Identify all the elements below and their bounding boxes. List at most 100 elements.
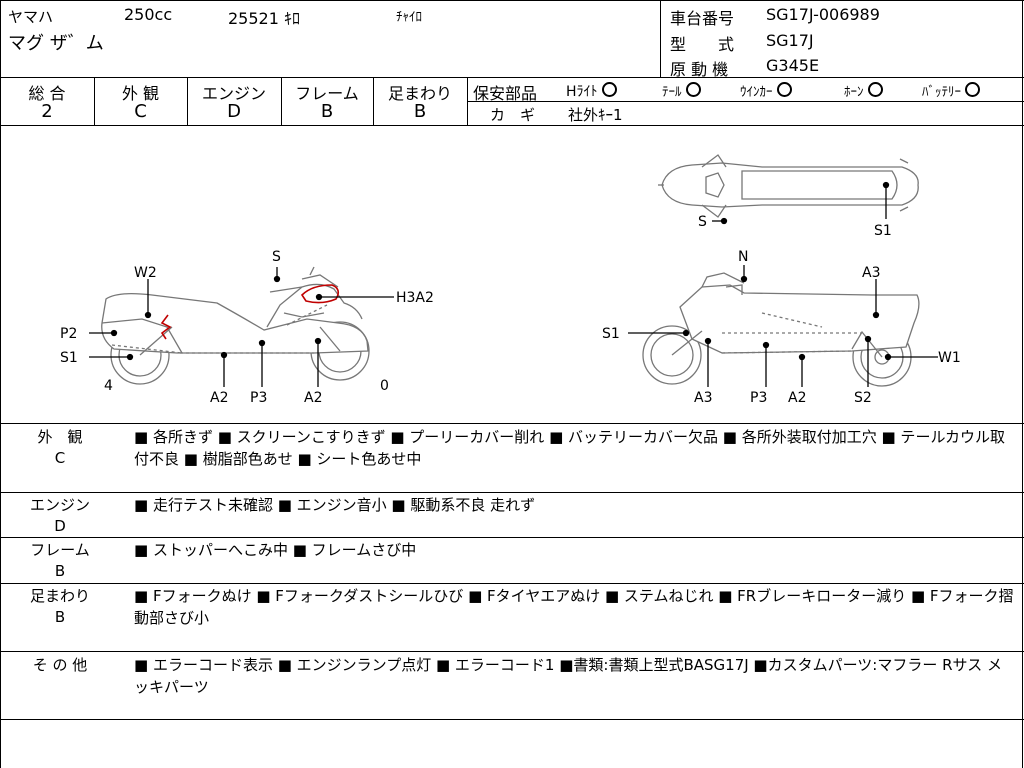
remark-frame-text: ■ ストッパーへこみ中 ■ フレームさび中 [134,541,417,559]
left-leaders [89,267,394,387]
remark-suspension-text: ■ Fフォークぬけ ■ Fフォークダストシールひび ■ Fタイヤエアぬけ ■ ス… [134,587,1014,627]
remark-suspension-grade: B [54,608,66,626]
color: ﾁｬｲﾛ [396,10,422,25]
left-label-p3: P3 [250,390,267,406]
left-label-p2: P2 [60,326,77,342]
scooter-left-side-view [101,266,370,385]
rule-grade-col3 [281,77,282,125]
safety-battery-label: ﾊﾞｯﾃﾘｰ [922,85,961,100]
safety-tail-label: ﾃｰﾙ [662,85,682,100]
safety-headlight-label: Hﾗｲﾄ [566,84,598,100]
rule-remark-5 [0,719,1024,720]
right-label-w1: W1 [938,350,961,366]
ok-circle-icon [685,82,701,97]
border-left [0,0,1,768]
remark-suspension-label: 足まわり B [0,586,120,628]
right-label-s2: S2 [854,390,872,406]
grade-suspension-value: B [413,101,427,122]
safety-tail: ﾃｰﾙ [662,81,701,100]
remark-frame-title: フレーム [30,541,90,559]
right-label-p3: P3 [750,390,767,406]
safety-parts-label: 保安部品 [473,84,538,103]
safety-horn: ﾎｰﾝ [844,81,883,100]
engine-model-value: G345E [766,56,820,75]
rule-grade-col1 [94,77,95,125]
left-label-a2-2: A2 [304,390,322,406]
rule-remark-2 [0,537,1024,538]
scooter-top-view [658,154,919,218]
grade-frame-label: フレーム [295,84,359,103]
frame-number-label: 車台番号 [670,9,735,28]
safety-winker-label: ｳｲﾝｶｰ [740,85,773,100]
right-label-a3: A3 [862,265,880,281]
top-leaders [712,181,890,225]
left-label-s: S [272,249,281,265]
remark-other-label: そ の 他 [0,655,120,676]
top-label-s1: S1 [874,223,892,239]
safety-headlight: Hﾗｲﾄ [566,81,617,101]
ok-circle-icon [965,82,980,97]
remark-exterior-text: ■ 各所きず ■ スクリーンこすりきず ■ プーリーカバー削れ ■ バッテリーカ… [134,428,1005,468]
remark-frame-label: フレーム B [0,540,120,582]
rule-grade-middle [467,101,1024,102]
remark-exterior-title: 外 観 [37,428,83,446]
left-label-w2: W2 [134,265,157,281]
left-label-a2-1: A2 [210,390,228,406]
grade-engine-label: エンジン [201,84,266,103]
grade-suspension-label: 足まわり [387,84,452,103]
rule-diagram-bottom [0,423,1024,424]
remark-engine-label: エンジン D [0,495,120,537]
rule-grade-col5 [467,77,468,125]
rule-grade-col2 [187,77,188,125]
border-right [1022,0,1023,768]
damage-mark-red [160,314,172,340]
grade-total-value: 2 [41,101,53,122]
remark-exterior-label: 外 観 C [0,427,120,469]
grade-total-label: 総 合 [28,84,66,103]
rule-remark-3 [0,583,1024,584]
safety-battery: ﾊﾞｯﾃﾘｰ [922,81,980,100]
remark-engine-text: ■ 走行テスト未確認 ■ エンジン音小 ■ 駆動系不良 走れず [134,496,536,514]
left-label-4: 4 [104,378,113,394]
right-leaders [628,265,938,387]
rule-grade-col4 [373,77,374,125]
rule-grade-bottom [0,125,1024,126]
maker: ヤマハ [8,8,54,26]
displacement: 250cc [124,5,173,24]
right-label-n: N [738,249,748,265]
left-label-h3a2: H3A2 [396,290,434,306]
mileage: 25521 ｷﾛ [228,9,300,28]
remark-suspension-title: 足まわり [29,587,90,605]
rule-header-split [660,0,661,77]
remark-engine-title: エンジン [29,496,90,514]
ok-circle-icon [601,82,617,97]
rule-remark-4 [0,651,1024,652]
grade-exterior-label: 外 観 [121,84,160,103]
key-label: カ ギ [490,106,536,124]
remark-exterior-grade: C [54,449,66,467]
remark-other-text: ■ エラーコード表示 ■ エンジンランプ点灯 ■ エラーコード1 ■書類:書類上… [134,656,1003,696]
ok-circle-icon [867,82,883,97]
border-top [0,0,1024,1]
safety-horn-label: ﾎｰﾝ [844,85,864,100]
remark-other-title: そ の 他 [32,656,88,674]
grade-exterior-value: C [134,101,147,122]
safety-winker: ｳｲﾝｶｰ [740,81,792,100]
model-name: マグ ザ゛ム [8,33,104,54]
scooter-damage-diagram: W2 S H3A2 P2 S1 4 0 A2 P3 A2 N A3 S1 W1 … [60,154,961,406]
top-label-s: S [698,214,707,230]
ok-circle-icon [776,82,792,97]
engine-model-label: 原 動 機 [670,60,729,79]
rule-remark-1 [0,492,1024,493]
type-label: 型 式 [670,35,735,54]
remark-engine-grade: D [54,517,66,535]
right-label-s1: S1 [602,326,620,342]
key-value: 社外ｷｰ1 [568,106,623,124]
left-label-s1: S1 [60,350,78,366]
grade-frame-value: B [320,101,334,122]
damage-circle-red [300,284,340,304]
frame-number-value: SG17J-006989 [766,5,880,24]
remark-frame-grade: B [54,562,66,580]
left-label-0: 0 [380,378,389,394]
scooter-right-side-view [642,272,920,387]
